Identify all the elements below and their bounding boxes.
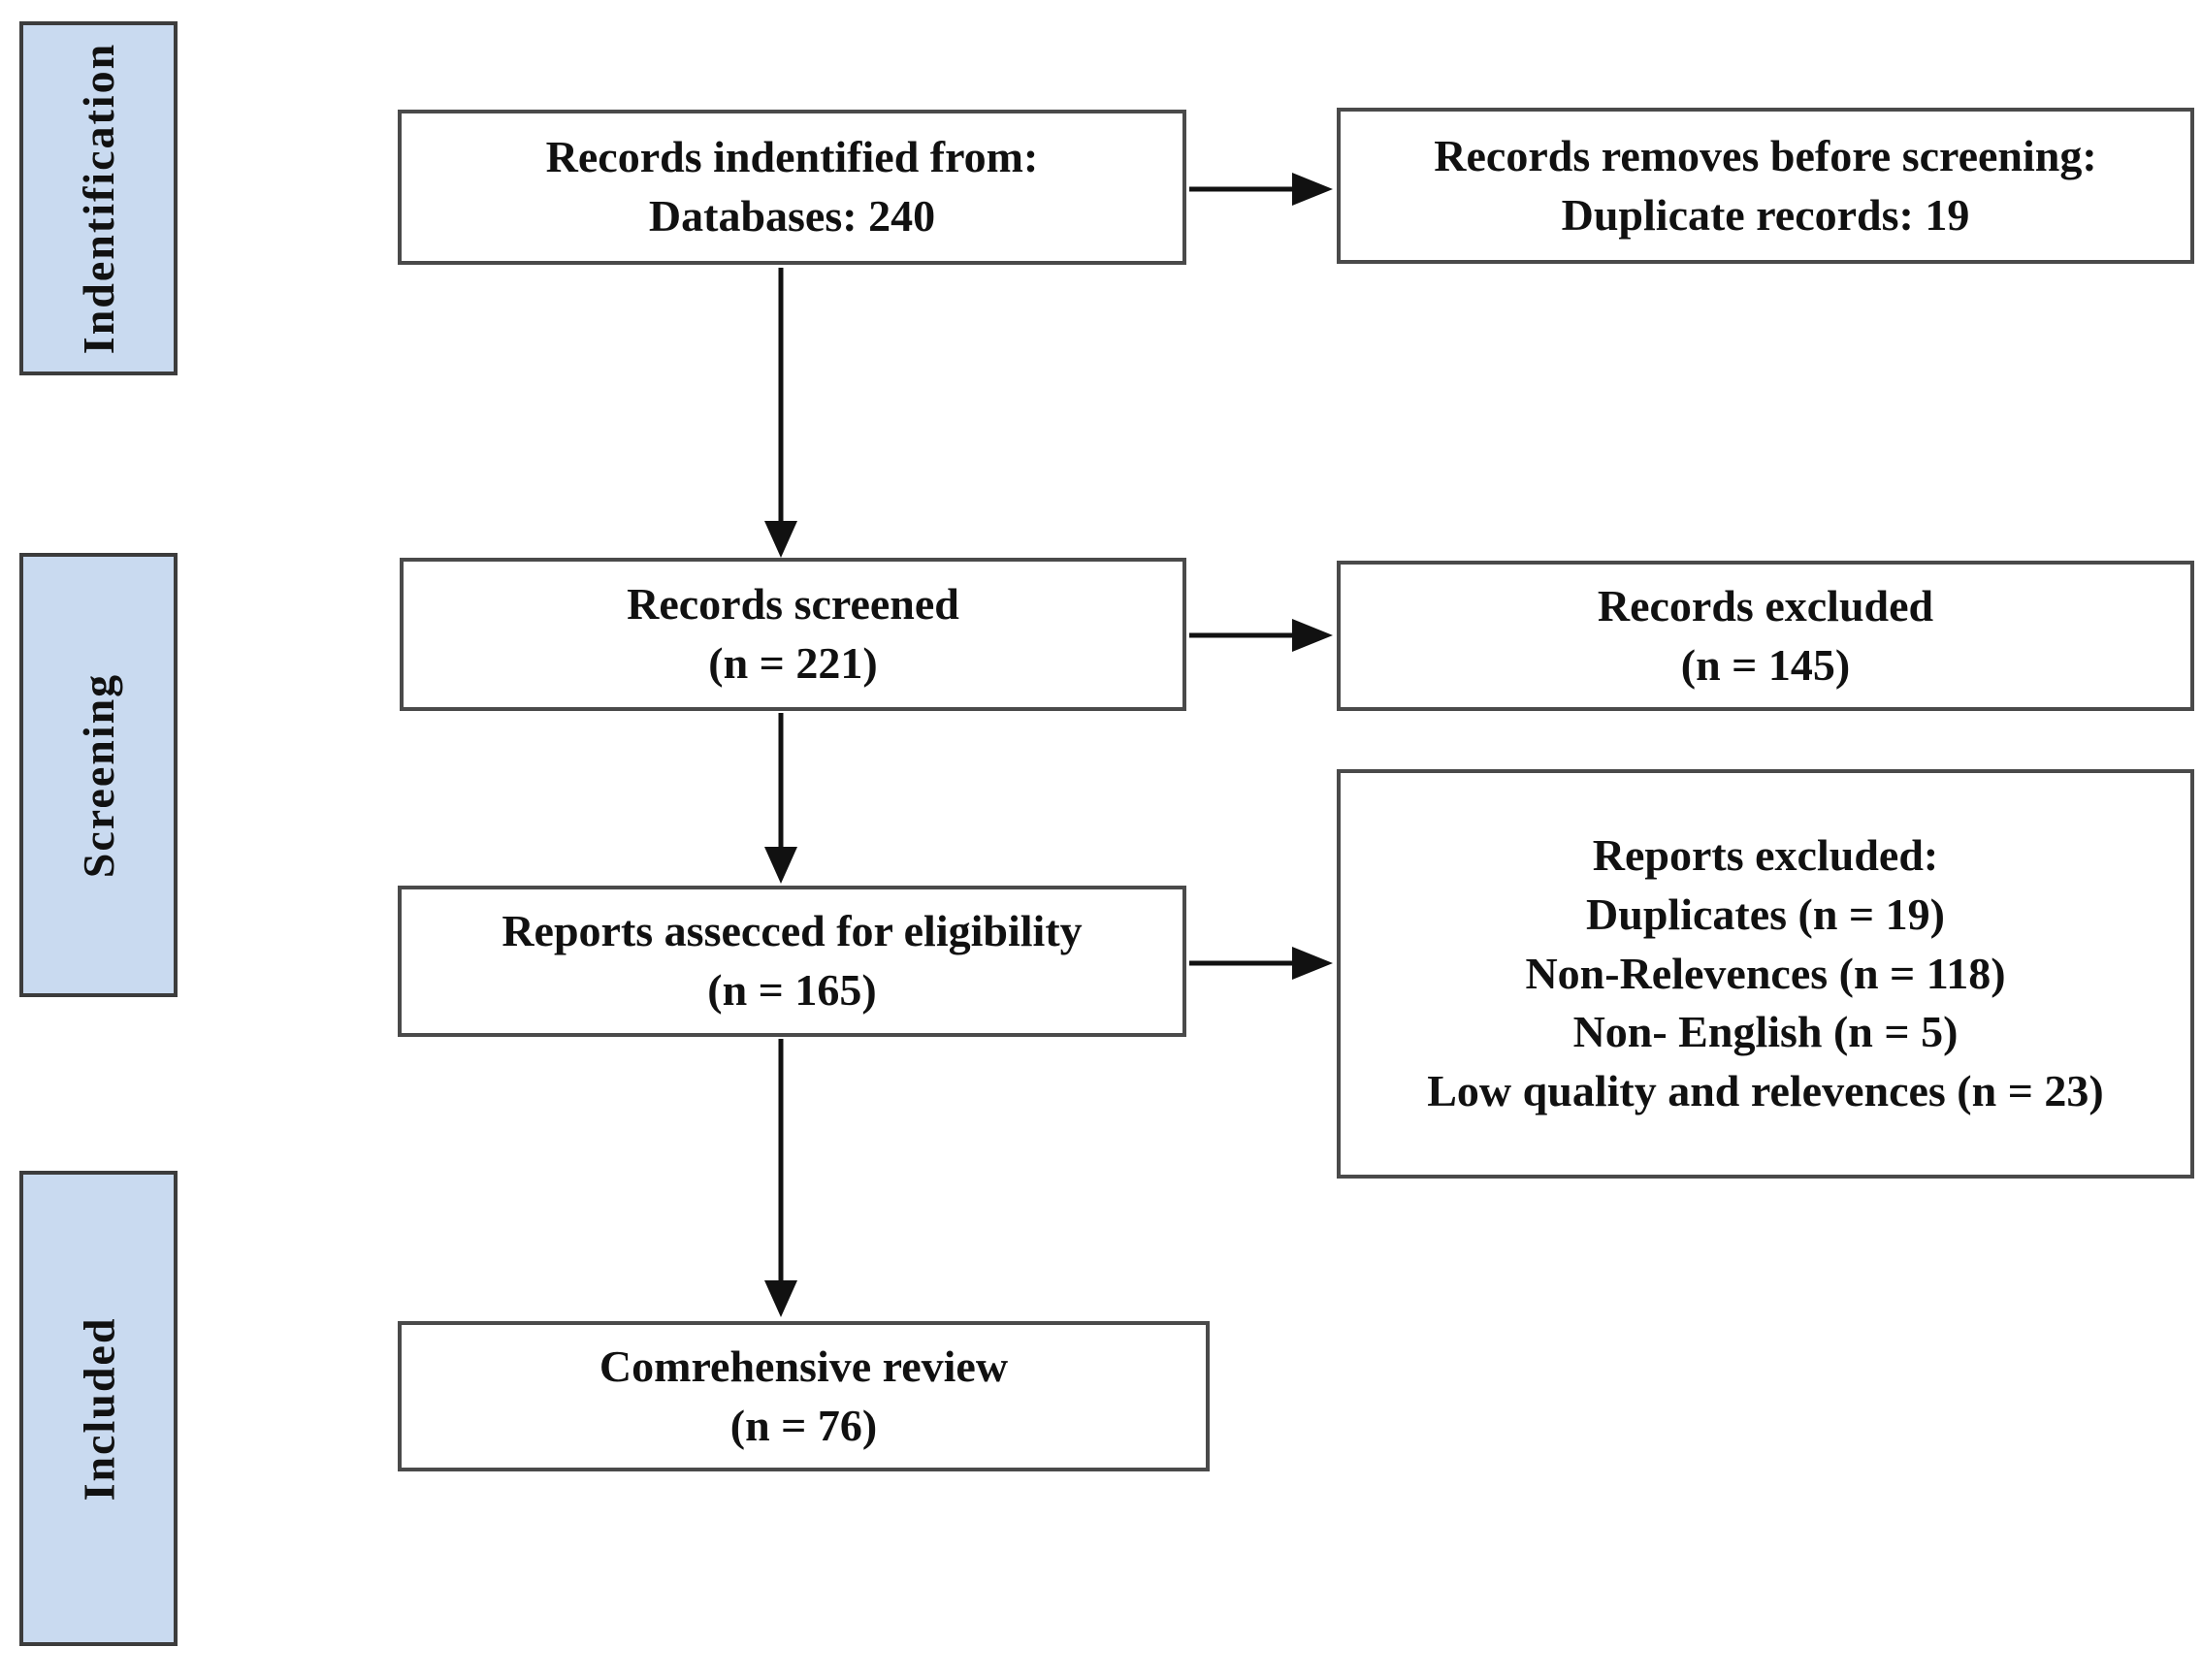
box-records-screened: Records screened (n = 221) bbox=[400, 558, 1186, 711]
stage-label-screening-text: Screening bbox=[74, 672, 123, 878]
box-records-excluded: Records excluded (n = 145) bbox=[1337, 561, 2194, 711]
box-records-removed-line1: Records removes before screening: bbox=[1434, 130, 2097, 180]
arrow-screened-to-assessed bbox=[764, 713, 797, 884]
box-records-identified-line1: Records indentified from: bbox=[545, 132, 1039, 182]
box-reports-excluded: Reports excluded: Duplicates (n = 19) No… bbox=[1337, 769, 2194, 1179]
stage-label-screening: Screening bbox=[19, 553, 178, 997]
stage-label-identification: Indentification bbox=[19, 21, 178, 375]
box-records-removed-line2: Duplicate records: 19 bbox=[1561, 189, 1970, 240]
box-records-screened-line1: Records screened bbox=[627, 579, 959, 630]
box-reports-assessed-line1: Reports assecced for eligibility bbox=[502, 906, 1083, 956]
box-records-removed: Records removes before screening: Duplic… bbox=[1337, 108, 2194, 264]
box-reports-excluded-line5: Low quality and relevences (n = 23) bbox=[1427, 1066, 2104, 1116]
arrow-identified-to-removed bbox=[1189, 173, 1333, 206]
arrow-assessed-to-review bbox=[764, 1039, 797, 1317]
arrow-screened-to-excluded bbox=[1189, 619, 1333, 652]
box-comprehensive-review-line1: Comrehensive review bbox=[599, 1341, 1009, 1391]
arrow-identified-to-screened bbox=[764, 268, 797, 558]
box-records-screened-line2: (n = 221) bbox=[708, 638, 878, 688]
box-records-excluded-line1: Records excluded bbox=[1597, 580, 1934, 630]
stage-label-included-text: Included bbox=[74, 1316, 124, 1501]
box-comprehensive-review: Comrehensive review (n = 76) bbox=[398, 1321, 1210, 1471]
box-reports-excluded-line3: Non-Relevences (n = 118) bbox=[1525, 948, 2006, 998]
box-records-excluded-line2: (n = 145) bbox=[1680, 639, 1851, 690]
box-reports-excluded-line4: Non- English (n = 5) bbox=[1572, 1007, 1959, 1057]
box-records-identified: Records indentified from: Databases: 240 bbox=[398, 110, 1186, 265]
box-reports-excluded-line1: Reports excluded: bbox=[1592, 830, 1939, 881]
box-reports-excluded-line2: Duplicates (n = 19) bbox=[1586, 888, 1945, 939]
box-reports-assessed-line2: (n = 165) bbox=[707, 965, 877, 1015]
box-comprehensive-review-line2: (n = 76) bbox=[729, 1400, 878, 1450]
box-reports-assessed: Reports assecced for eligibility (n = 16… bbox=[398, 886, 1186, 1037]
arrow-assessed-to-reports-excluded bbox=[1189, 947, 1333, 980]
stage-label-identification-text: Indentification bbox=[74, 42, 123, 355]
stage-label-included: Included bbox=[19, 1171, 178, 1646]
box-records-identified-line2: Databases: 240 bbox=[648, 191, 936, 241]
